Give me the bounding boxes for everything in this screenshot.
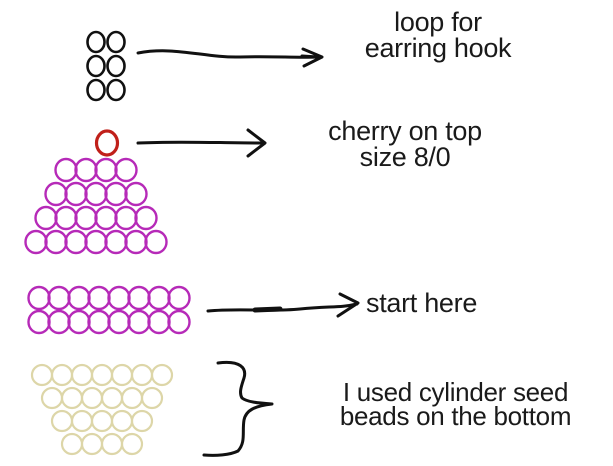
top-bead [84, 229, 108, 255]
loop-bead [106, 30, 126, 54]
start-bead [67, 309, 91, 335]
bottom-bead [120, 386, 144, 410]
top-bead [94, 205, 118, 231]
top-bead [124, 229, 148, 255]
bracket-bottom [202, 360, 274, 457]
start-bead [47, 309, 71, 335]
start-bead [27, 285, 51, 311]
bottom-bead [70, 409, 94, 433]
top-bead [104, 181, 128, 207]
start-bead [127, 309, 151, 335]
cherry-label: cherry on top size 8/0 [285, 116, 525, 172]
loop-bead [106, 54, 126, 78]
start-bead [147, 309, 171, 335]
loop-bead [86, 78, 106, 102]
bottom-bead [100, 432, 124, 456]
top-bead [114, 205, 138, 231]
bottom-bead [130, 409, 154, 433]
arrow-cherry [136, 128, 267, 158]
bottom-bead [90, 409, 114, 433]
top-bead [84, 181, 108, 207]
top-bead [64, 229, 88, 255]
start-bead [87, 309, 111, 335]
bottom-bead [70, 363, 94, 387]
start-label-text: start here [366, 288, 478, 318]
top-bead [44, 229, 68, 255]
start-bead [27, 309, 51, 335]
top-bead [24, 229, 48, 255]
bottom-label: I used cylinder seed beads on the bottom [298, 377, 613, 431]
arrow-loop [136, 47, 324, 68]
start-bead [167, 309, 191, 335]
start-bead [107, 309, 131, 335]
start-bead [127, 285, 151, 311]
bottom-bead [60, 432, 84, 456]
loop-label-line-1: loop for [394, 7, 482, 37]
top-bead [34, 205, 58, 231]
start-bead [87, 285, 111, 311]
top-bead [94, 157, 118, 183]
bottom-bead [60, 386, 84, 410]
top-bead [124, 181, 148, 207]
top-bead [54, 157, 78, 183]
bottom-bead [50, 363, 74, 387]
bead-groups [24, 30, 191, 456]
bottom-bead [30, 363, 54, 387]
start-label: start here [366, 288, 478, 318]
top-bead [54, 205, 78, 231]
loop-label: loop for earring hook [318, 7, 558, 63]
loop-label-line-2: earring hook [364, 33, 512, 63]
bottom-bead [100, 386, 124, 410]
top-bead [44, 181, 68, 207]
start-bead [47, 285, 71, 311]
bottom-bead [120, 432, 144, 456]
bottom-bead [130, 363, 154, 387]
bottom-bead [50, 409, 74, 433]
bottom-bead [140, 386, 164, 410]
bottom-label-line-2: beads on the bottom [339, 401, 572, 431]
loop-bead [86, 30, 106, 54]
top-bead [74, 205, 98, 231]
start-bead [67, 285, 91, 311]
top-bead [104, 229, 128, 255]
bottom-beads [30, 363, 174, 456]
top-bead [64, 181, 88, 207]
bottom-bead [80, 432, 104, 456]
cherry-label-line-1: cherry on top [328, 116, 482, 146]
loop-beads [86, 30, 126, 102]
top-beads [24, 157, 168, 255]
bottom-bead [90, 363, 114, 387]
cherry-bead [94, 129, 120, 157]
bottom-bead [150, 363, 174, 387]
loop-bead [86, 54, 106, 78]
bottom-bead [40, 386, 64, 410]
cherry-label-line-2: size 8/0 [359, 142, 451, 172]
top-bead [144, 229, 168, 255]
arrow-start-mark [252, 306, 283, 313]
bottom-bead [80, 386, 104, 410]
bottom-label-line-1: I used cylinder seed [342, 377, 569, 407]
top-bead [114, 157, 138, 183]
start-beads [27, 285, 191, 335]
top-bead [74, 157, 98, 183]
start-bead [107, 285, 131, 311]
bottom-bead [110, 363, 134, 387]
loop-bead [106, 78, 126, 102]
top-bead [134, 205, 158, 231]
arrow-start [206, 292, 360, 318]
start-bead [147, 285, 171, 311]
cherry-beads [94, 129, 120, 157]
start-bead [167, 285, 191, 311]
bottom-bead [110, 409, 134, 433]
